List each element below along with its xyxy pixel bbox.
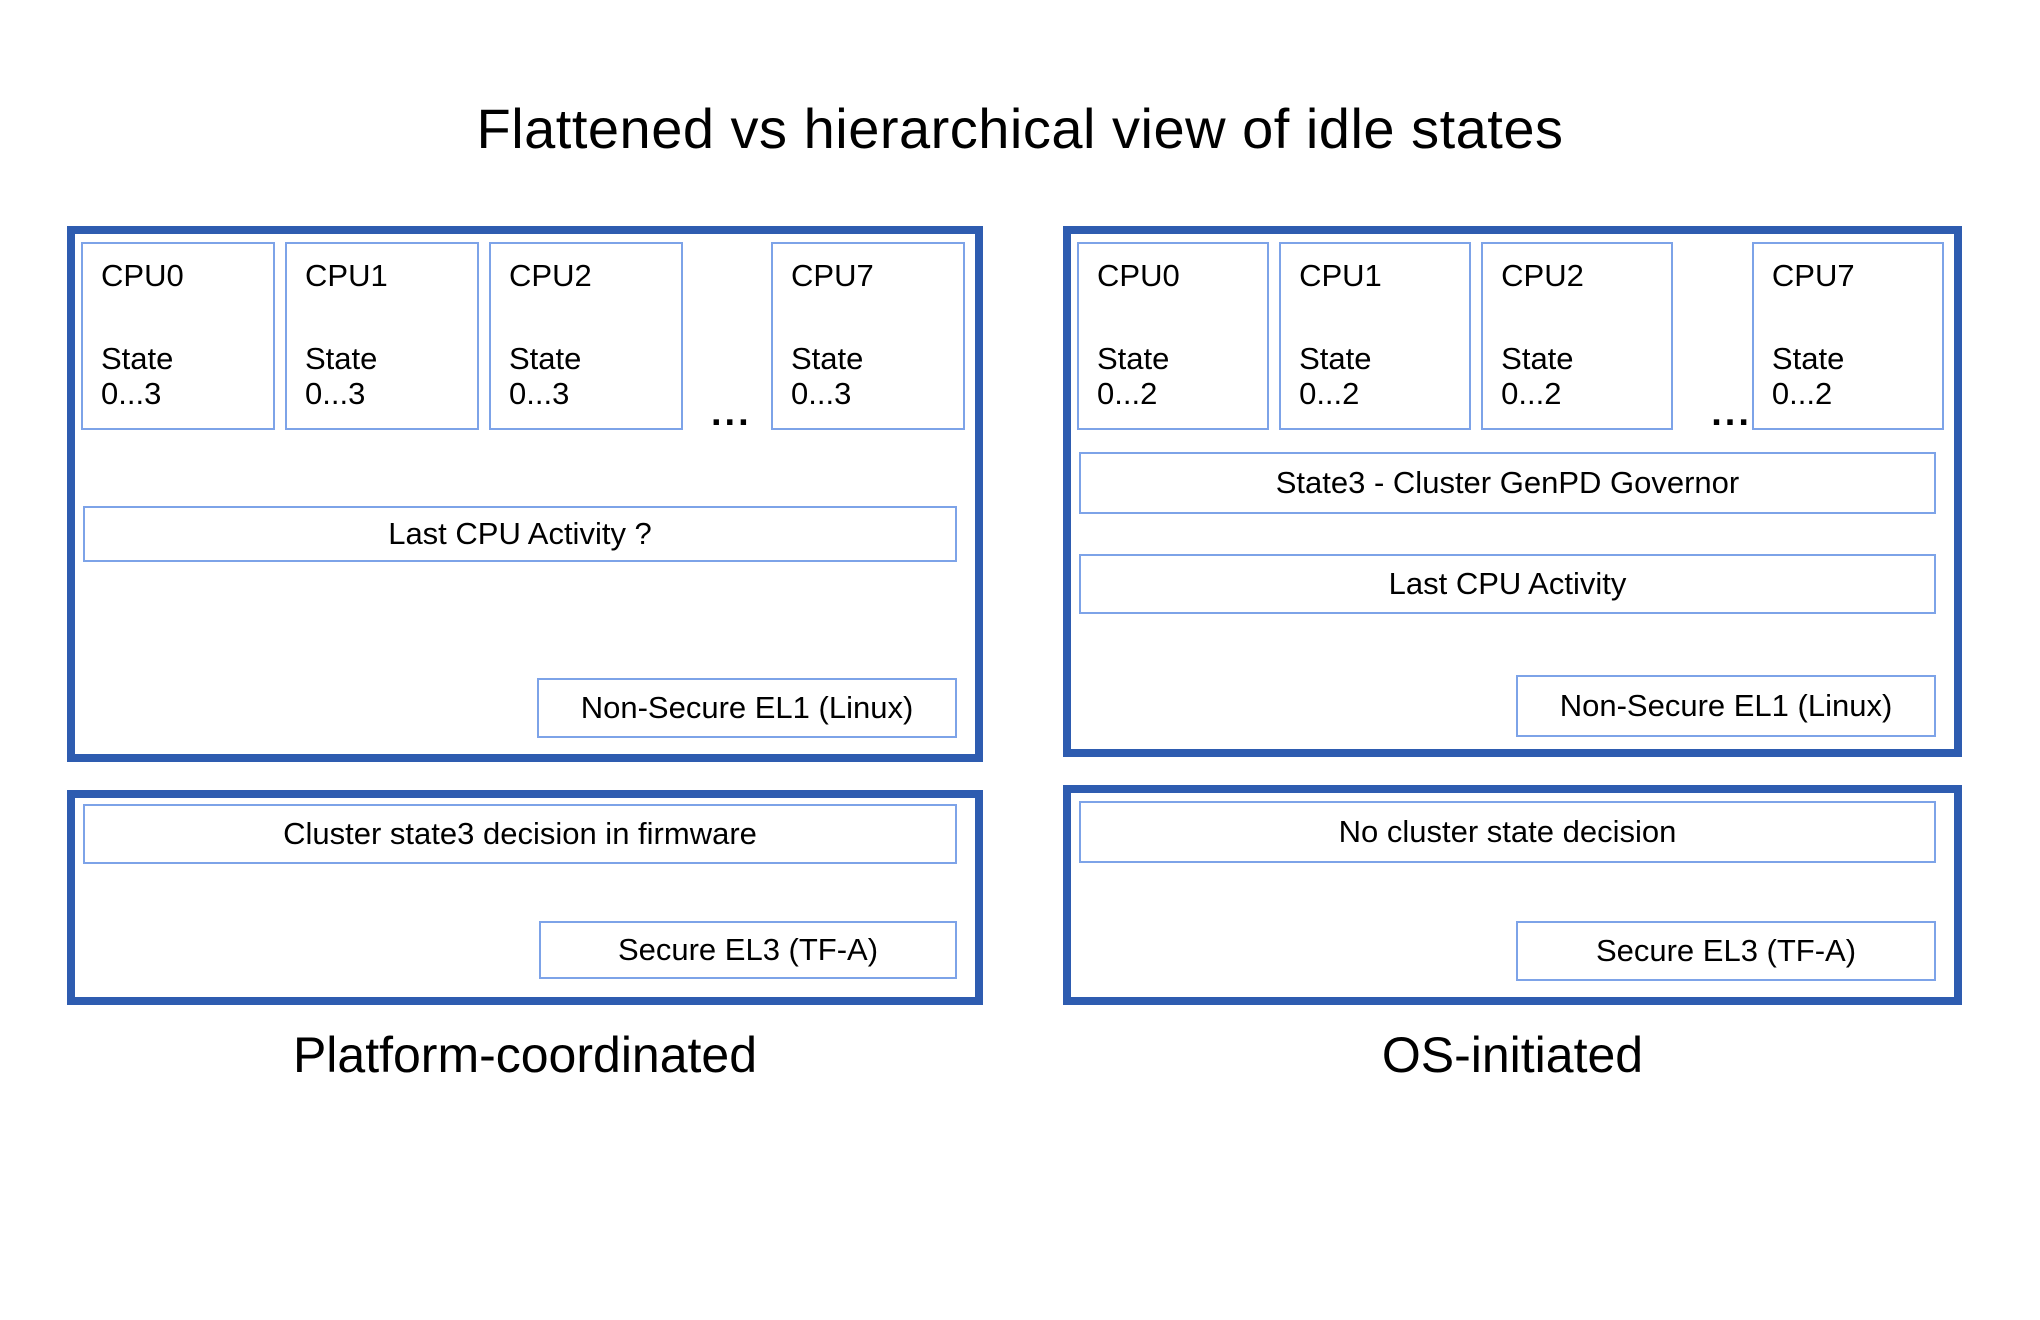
last-cpu-activity-box: Last CPU Activity [1079, 554, 1936, 614]
cpu-state-range: 0...2 [1299, 376, 1360, 412]
cpu-state-label: State [1771, 340, 1845, 376]
cpu-state-range: 0...3 [101, 376, 162, 412]
cpu-state-label: State [1299, 340, 1372, 376]
cpu-state-label: State [509, 340, 582, 376]
cpu-state-label: State [791, 340, 864, 376]
panel-label-platform-coordinated: Platform-coordinated [292, 1027, 758, 1083]
cpu-name: CPU1 [1299, 258, 1382, 293]
cluster-decision-box: Cluster state3 decision in firmware [83, 804, 957, 864]
os-initiated-secure-domain-box: No cluster state decision Secure EL3 (TF… [1063, 785, 1962, 1005]
panel-label-os-initiated: OS-initiated [1381, 1027, 1644, 1083]
cpu-name: CPU2 [1501, 258, 1584, 293]
cpu-state-label: State [101, 340, 174, 376]
cluster-genpd-governor-box: State3 - Cluster GenPD Governor [1079, 452, 1936, 514]
cpu-name: CPU2 [509, 258, 592, 293]
cpu-state-range: 0...3 [509, 376, 570, 412]
cpu-state-range: 0...2 [1501, 376, 1562, 412]
cpu-name: CPU0 [101, 258, 184, 293]
cpu-state-range: 0...2 [1097, 376, 1158, 412]
ellipsis-more-cpus: ... [711, 392, 752, 434]
cpu-state-label: State [1501, 340, 1574, 376]
cpu-name: CPU7 [791, 258, 874, 293]
non-secure-el1-box: Non-Secure EL1 (Linux) [537, 678, 957, 738]
cpu-name: CPU7 [1771, 258, 1855, 293]
secure-el3-box: Secure EL3 (TF-A) [1516, 921, 1936, 981]
ellipsis-more-cpus: ... [1711, 392, 1752, 434]
secure-el3-box: Secure EL3 (TF-A) [539, 921, 957, 979]
cpu-state-label: State [305, 340, 378, 376]
cpu-state-range: 0...3 [305, 376, 366, 412]
cpu-name: CPU1 [305, 258, 388, 293]
last-cpu-activity-box: Last CPU Activity ? [83, 506, 957, 562]
cpu-state-range: 0...2 [1771, 376, 1833, 412]
no-cluster-decision-box: No cluster state decision [1079, 801, 1936, 863]
non-secure-el1-box: Non-Secure EL1 (Linux) [1516, 675, 1936, 737]
cpu-state-label: State [1097, 340, 1170, 376]
cpu-name: CPU0 [1097, 258, 1180, 293]
platform-coordinated-secure-domain-box: Cluster state3 decision in firmware Secu… [67, 790, 983, 1005]
slide-title: Flattened vs hierarchical view of idle s… [476, 97, 1564, 160]
cpu-state-range: 0...3 [791, 376, 852, 412]
